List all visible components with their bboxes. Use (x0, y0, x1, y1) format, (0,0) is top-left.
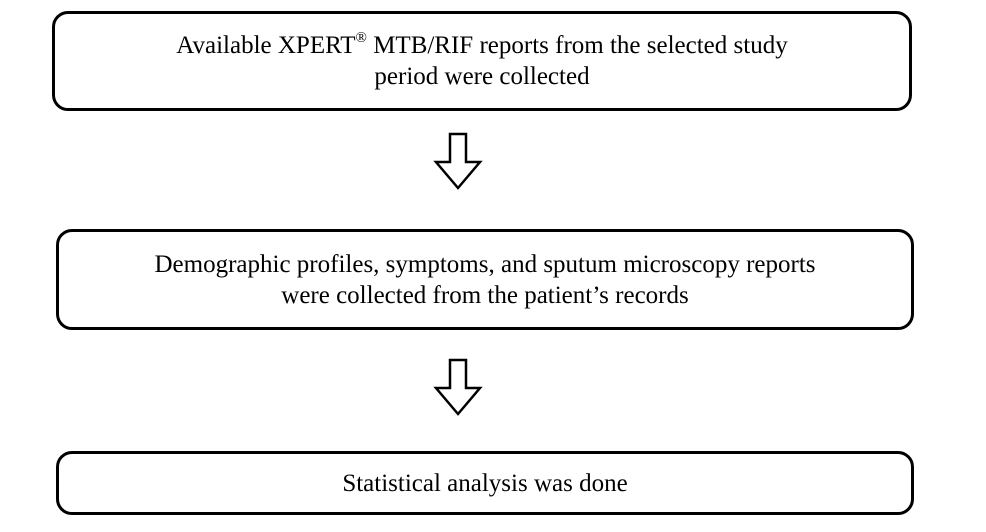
registered-mark: ® (355, 29, 367, 46)
step-2-box: Demographic profiles, symptoms, and sput… (56, 229, 914, 330)
down-arrow-icon (433, 132, 483, 190)
step-1-line-1: Available XPERT® MTB/RIF reports from th… (176, 29, 788, 59)
step-1-box: Available XPERT® MTB/RIF reports from th… (52, 11, 912, 111)
step-1-line-2: period were collected (374, 63, 590, 90)
down-arrow-icon (433, 358, 483, 416)
step-3-box: Statistical analysis was done (56, 451, 914, 515)
step-3-line-1: Statistical analysis was done (342, 469, 628, 497)
step-2-line-2: were collected from the patient’s record… (281, 281, 689, 309)
step-2-line-1: Demographic profiles, symptoms, and sput… (154, 250, 816, 278)
